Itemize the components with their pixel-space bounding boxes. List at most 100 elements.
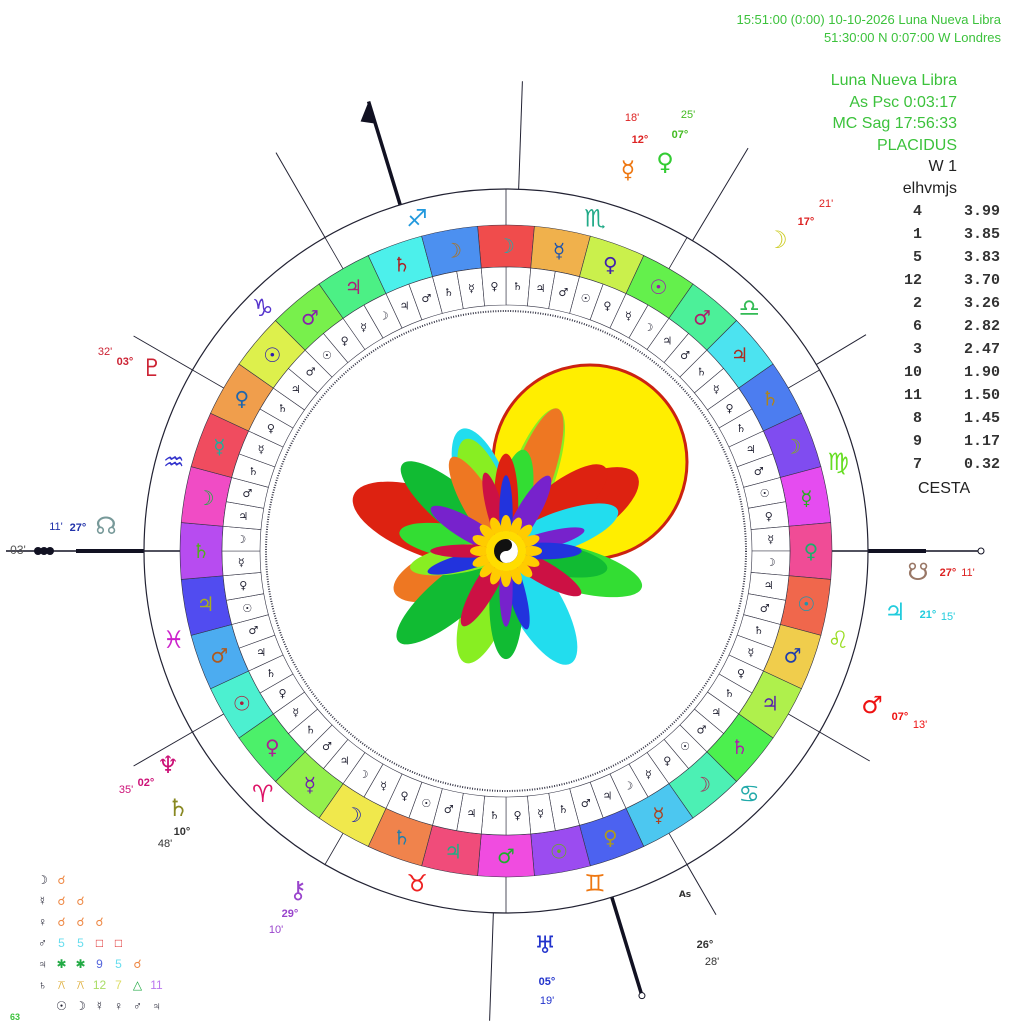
house-cusp-line <box>816 334 867 365</box>
ring-small-glyph: ♀ <box>278 687 286 700</box>
ring-planet-glyph: ♂ <box>497 844 515 868</box>
house-score: 3.26 <box>963 295 1000 312</box>
ring-small-glyph: ♃ <box>662 334 672 347</box>
zodiac-sign-glyph: ♓ <box>163 626 185 654</box>
ring-small-glyph: ☿ <box>380 780 387 793</box>
ring-planet-glyph: ☉ <box>233 692 251 716</box>
ring-small-glyph: ♀ <box>514 809 522 822</box>
aspect-footer-row: ☉☽☿♀♂♃ <box>33 996 166 1017</box>
planet-label-minute: 32' <box>98 346 112 358</box>
ring-small-glyph: ♄ <box>696 365 706 378</box>
aspect-cell: ☌ <box>57 915 66 929</box>
ring-small-glyph: ♂ <box>306 365 316 378</box>
conjunction-dot <box>40 547 48 555</box>
aspect-row-planet: ☽ <box>37 873 48 887</box>
house-score: 3.83 <box>963 249 1000 266</box>
ring-small-glyph: ☿ <box>537 807 544 820</box>
house-number: 8 <box>912 410 922 427</box>
sign-divider <box>192 369 224 389</box>
ring-small-glyph: ♃ <box>256 646 266 659</box>
house-score: 2.82 <box>963 318 1000 335</box>
sunflower-petal <box>516 524 533 541</box>
ring-small-glyph: ☉ <box>421 797 431 810</box>
aspect-cell: ⚻ <box>57 978 66 992</box>
ring-planet-glyph: ☉ <box>650 275 668 299</box>
yin-yang-half <box>500 539 518 563</box>
sign-divider <box>324 833 344 865</box>
sunflower-petal <box>520 535 540 548</box>
ring-small-glyph: ♃ <box>340 755 350 768</box>
aspect-cell: ⚻ <box>76 978 85 992</box>
ring-planet-glyph: ☿ <box>304 773 316 797</box>
ring-small-glyph: ☿ <box>258 443 265 456</box>
ring-small-glyph: ♂ <box>248 624 258 637</box>
planet-label-minute: 15' <box>941 611 955 623</box>
aspect-column-planet: ♂ <box>133 999 142 1013</box>
aspect-row-planet: ☿ <box>38 894 47 908</box>
aspect-cell: ☌ <box>76 915 85 929</box>
midheaven-arrowhead <box>360 101 375 124</box>
zodiac-sign-glyph: ♈ <box>252 780 274 808</box>
ring-planet-glyph: ☿ <box>553 239 565 263</box>
planet-label-glyph: ☿ <box>621 156 636 184</box>
house-score: 1.90 <box>963 364 1000 381</box>
house-cusp-line <box>819 731 870 762</box>
house-number: 12 <box>903 272 922 289</box>
planet-label-minute: 21' <box>819 198 833 210</box>
planet-label-degree: 26° <box>697 939 714 951</box>
planet-label-minute: 35' <box>119 784 133 796</box>
house-number: 7 <box>912 456 922 473</box>
ring-planet-glyph: ♄ <box>393 252 411 276</box>
aspect-cell: 11 <box>150 978 163 992</box>
sunflower-petal <box>490 517 503 537</box>
ascendant-info: As Psc 0:03:17 <box>849 93 957 111</box>
ring-small-glyph: ☿ <box>645 768 652 781</box>
zodiac-sign-glyph: ♐ <box>406 205 428 233</box>
ring-small-glyph: ♃ <box>746 443 756 456</box>
planet-label-glyph: ♂ <box>861 691 883 719</box>
ring-planet-glyph: ☽ <box>197 486 215 510</box>
planet-label-glyph: ♀ <box>656 148 674 176</box>
ring-small-glyph: ♃ <box>602 789 612 802</box>
planet-label-degree: 12° <box>632 134 649 146</box>
aspect-row-planet: ♀ <box>38 915 47 929</box>
sign-divider <box>668 833 688 865</box>
header-location: 51:30:00 N 0:07:00 W Londres <box>823 30 1001 45</box>
ring-small-glyph: ☿ <box>713 383 720 396</box>
planet-label-glyph: ☽ <box>766 226 788 254</box>
ring-planet-glyph: ♂ <box>301 305 319 329</box>
elements-label: elhvmjs <box>902 179 957 197</box>
aspect-cell: ☌ <box>76 894 85 908</box>
sunflower-petal <box>479 561 496 578</box>
house-cusp-line <box>686 864 717 915</box>
ring-small-glyph: ♄ <box>754 624 764 637</box>
ring-small-glyph: ☉ <box>680 740 690 753</box>
zodiac-sign-glyph: ♍ <box>828 448 850 476</box>
planet-label-degree: 29° <box>282 908 299 920</box>
sunflower-petal <box>470 546 490 556</box>
ring-planet-glyph: ☽ <box>693 773 711 797</box>
planet-label-minute: 11' <box>49 521 63 533</box>
planet-label-glyph: ♅ <box>534 931 556 959</box>
aspect-cell: 5 <box>77 936 84 950</box>
ring-small-glyph: ♂ <box>760 602 770 615</box>
aspect-cell: □ <box>114 936 123 950</box>
sign-divider <box>192 713 224 733</box>
planet-label-minute: 19' <box>540 995 554 1007</box>
ic-axis <box>610 896 644 997</box>
aspect-cell: △ <box>132 978 143 992</box>
aspect-column-planet: ☽ <box>75 999 86 1013</box>
planet-label-minute: 28' <box>705 956 719 968</box>
ring-planet-glyph: ♂ <box>784 643 802 667</box>
ring-planet-glyph: ☽ <box>345 803 363 827</box>
aspect-cell: 12 <box>92 978 107 992</box>
ring-small-glyph: ☿ <box>625 309 632 322</box>
ring-small-glyph: ♀ <box>401 789 409 802</box>
chart-info: Luna Nueva Libra As Psc 0:03:17 MC Sag 1… <box>831 70 957 199</box>
